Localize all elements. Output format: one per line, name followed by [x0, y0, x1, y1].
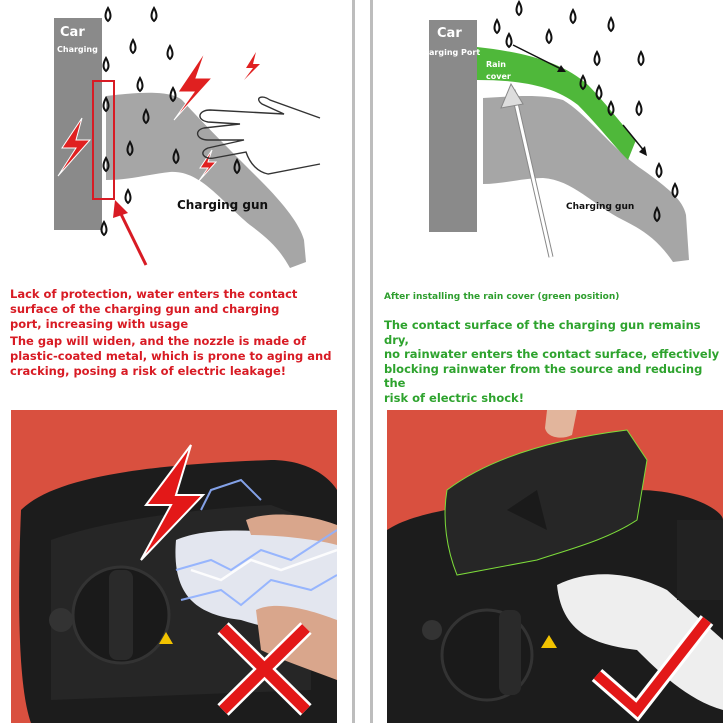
right-panel: Car arging Port Rain cover Charging gun …: [373, 0, 723, 723]
caption-line: risk of electric shock!: [384, 390, 524, 405]
car-label: Car: [437, 26, 462, 41]
warning-triangle: [159, 632, 173, 644]
charging-gun-shape: [106, 92, 306, 268]
rain-cover: [444, 429, 648, 576]
checkmark-icon: [591, 615, 714, 722]
caption-line: cracking, posing a risk of electric leak…: [10, 364, 287, 378]
raindrops: [100, 5, 241, 237]
caption-line: plastic-coated metal, which is prone to …: [10, 349, 332, 363]
hand-outline: [197, 96, 321, 175]
left-panel: Car Charging Charging gun Lack of protec…: [0, 0, 352, 723]
lightning-icon: [197, 149, 218, 183]
right-subtitle: After installing the rain cover (green p…: [384, 292, 620, 302]
port-label: Charging: [57, 45, 98, 54]
caption-line: blocking rainwater from the source and r…: [384, 361, 703, 391]
right-diagram: [429, 0, 689, 262]
caption-line: surface of the charging gun and charging: [10, 302, 280, 316]
car-label: Car: [60, 25, 85, 40]
left-caption: Lack of protection, water enters the con…: [10, 287, 350, 379]
panel-divider-right: [370, 0, 373, 723]
gun-label: Charging gun: [566, 202, 635, 212]
port-label: arging Port: [429, 48, 481, 57]
charging-gun: [557, 574, 723, 710]
left-photo: [11, 410, 337, 723]
lightning-icon: [244, 52, 260, 80]
right-caption: The contact surface of the charging gun …: [384, 318, 723, 405]
lightning-icon: [140, 444, 206, 561]
electric-arcs: [175, 478, 337, 607]
right-photo: [387, 410, 723, 723]
gap-highlight-box: [92, 80, 115, 200]
rain-cover-label: cover: [486, 72, 511, 81]
caption-line: Lack of protection, water enters the con…: [10, 287, 298, 301]
caption-line: The contact surface of the charging gun …: [384, 318, 701, 347]
rain-cover-label: Rain: [486, 60, 506, 69]
left-diagram: [54, 5, 321, 268]
car-port-block: [429, 20, 477, 232]
warning-triangle: [541, 635, 557, 648]
panel-divider-left: [352, 0, 355, 723]
rain-cover-shape: [477, 47, 636, 160]
caption-line: port, increasing with usage: [10, 317, 189, 331]
gun-label: Charging gun: [177, 198, 269, 212]
lightning-icon: [57, 117, 92, 177]
lightning-icon: [173, 51, 214, 121]
caption-line: no rainwater enters the contact surface,…: [384, 347, 720, 361]
charging-gun-shape: [483, 96, 689, 262]
cross-icon: [217, 622, 312, 716]
raindrops: [493, 0, 679, 223]
caption-line: The gap will widen, and the nozzle is ma…: [10, 334, 307, 348]
